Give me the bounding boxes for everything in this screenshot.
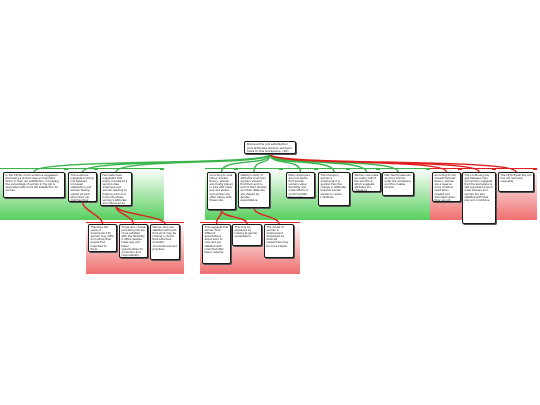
group-band-tab (279, 168, 283, 170)
root-node[interactable]: Discuss the job satisfaction and attitud… (244, 141, 296, 154)
group-band-tab (426, 168, 430, 170)
group-band-tab (314, 168, 318, 170)
branch-node[interactable]: Feminists have suggested that being cons… (100, 172, 132, 206)
sub-branch-node[interactable]: Women who are satisfied with part-time w… (150, 224, 180, 260)
child-connector (220, 209, 248, 225)
branch-connector (115, 153, 271, 173)
branch-node[interactable]: This evidence suggests a strong link bet… (68, 172, 97, 202)
sub-branch-node[interactable]: This suggests that women hold different … (202, 224, 231, 264)
group-band-tab (64, 168, 68, 170)
sub-branch-node[interactable]: The model of women in employment develop… (264, 224, 294, 258)
child-connector (253, 207, 280, 225)
group-band-tab (492, 168, 496, 170)
sub-branch-node[interactable]: This may be explained by looking at gend… (232, 224, 262, 246)
group-band-tab (346, 168, 350, 170)
branch-node[interactable]: Oakley's study of attitudes of women wor… (238, 172, 270, 208)
group-band-tab (533, 168, 537, 170)
branch-connector (269, 153, 517, 173)
branch-node[interactable]: The change in women's employment is quic… (318, 172, 350, 206)
group-band-tab (458, 168, 462, 170)
sub-branch-node[interactable]: Those who choose part-time jobs are more… (119, 224, 148, 258)
branch-node[interactable]: The continuing pay gap between men and w… (462, 172, 496, 224)
branch-connector (220, 153, 271, 173)
branch-connector (253, 153, 271, 173)
branch-node[interactable]: In the 1970s, much evidence suggested th… (3, 172, 65, 198)
group-band-tab (234, 168, 238, 170)
group-band-tab (376, 168, 380, 170)
sub-branch-node[interactable]: Therefore the value of employment for wo… (88, 224, 117, 252)
branch-node[interactable]: Women now make up nearly half of the wor… (352, 172, 381, 192)
child-connector (115, 205, 166, 225)
group-band-tab (94, 168, 98, 170)
branch-node[interactable]: The 1970 Equal Pay Act has not removed i… (498, 172, 534, 192)
branch-node[interactable]: Many employers are now aware that women … (286, 172, 315, 198)
child-connector (81, 201, 104, 225)
group-band-tab (160, 168, 164, 170)
branch-node[interactable]: According to the marxist feminist theory… (432, 172, 461, 202)
branch-node[interactable]: Men feel threatened as more women enter … (382, 172, 414, 196)
branch-node[interactable]: According to dual labour market theory, … (207, 172, 236, 210)
